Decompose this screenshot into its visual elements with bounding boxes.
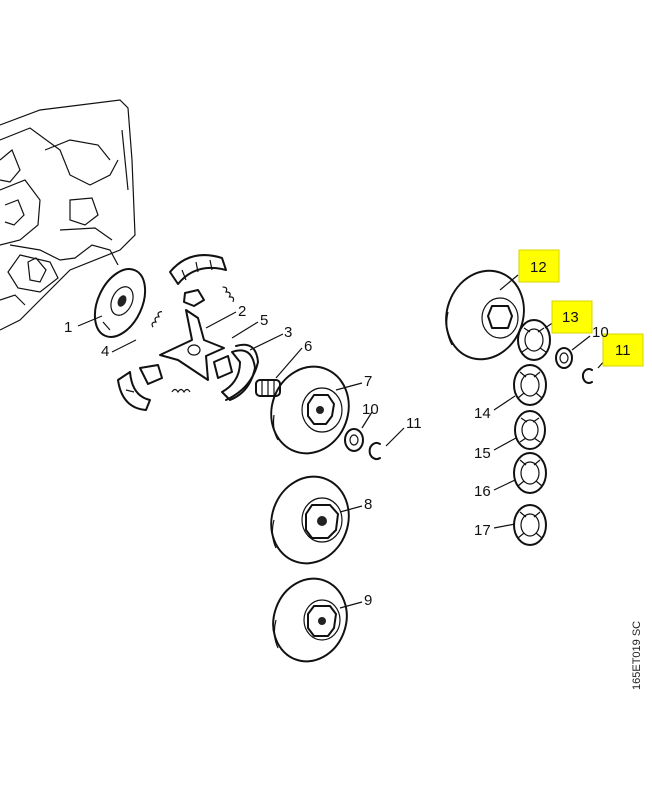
callout-10-left: 10: [362, 401, 379, 418]
spring-left: [151, 311, 163, 328]
callout-5: 5: [260, 312, 268, 329]
part-13-rim-sprocket: [517, 319, 551, 361]
callout-3: 3: [284, 324, 292, 341]
part-16-rim-sprocket: [513, 452, 547, 494]
callout-7: 7: [364, 373, 372, 390]
clutch-shoe-top: [169, 254, 227, 307]
callout-17: 17: [474, 522, 491, 539]
callout-15: 15: [474, 445, 491, 462]
spring-top: [222, 286, 235, 303]
callout-11-right: 11: [615, 342, 631, 359]
callout-8: 8: [364, 496, 372, 513]
callout-9: 9: [364, 592, 372, 609]
callout-11-left: 11: [406, 415, 422, 432]
part-17-rim-sprocket: [513, 504, 547, 546]
clutch-shoe-left: [117, 364, 163, 411]
callout-13: 13: [562, 309, 579, 326]
callout-1: 1: [64, 319, 72, 336]
part-2-clutch-carrier: [159, 309, 225, 381]
highlight-12: [518, 249, 560, 283]
part-15-rim-sprocket: [514, 410, 546, 450]
callout-16: 16: [474, 483, 491, 500]
leader-lines: [77, 274, 615, 609]
part-10-washer-right: [555, 347, 573, 369]
callout-6: 6: [304, 338, 312, 355]
part-9-drum: [272, 577, 348, 663]
part-11-eclip-right: [581, 368, 593, 384]
part-8-drum: [270, 475, 350, 565]
part-1-washer-plate: [93, 268, 147, 338]
part-6-needle-cage: [255, 379, 281, 397]
part-7-clutch-drum: [270, 365, 350, 455]
part-10-washer-left: [344, 428, 364, 452]
callout-2: 2: [238, 303, 246, 320]
part-3-shoe: [225, 343, 259, 401]
highlight-11: [602, 333, 644, 367]
callout-10-right: 10: [592, 324, 609, 341]
part-14-rim-sprocket: [513, 364, 547, 406]
engine-housing: [0, 99, 136, 331]
clutch-shoe-right: [213, 349, 256, 401]
highlight-13: [551, 300, 593, 334]
callout-12: 12: [530, 259, 547, 276]
callout-4: 4: [101, 343, 109, 360]
part-11-eclip-left: [368, 442, 381, 460]
drawing-code: 165ET019 SC: [631, 621, 643, 690]
callout-14: 14: [474, 405, 491, 422]
spring-bottom: [171, 388, 191, 394]
